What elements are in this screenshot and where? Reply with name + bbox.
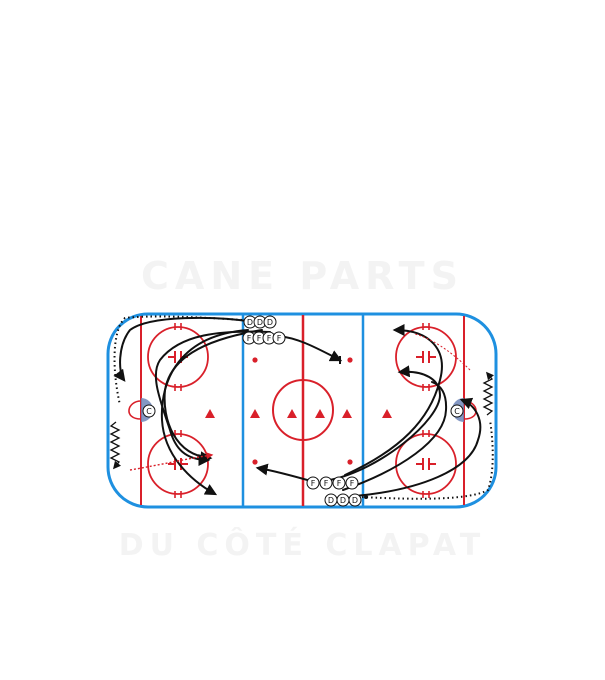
center-circle (272, 379, 334, 441)
pylon-icons (205, 409, 392, 418)
svg-text:F: F (324, 479, 329, 488)
svg-text:D: D (340, 496, 346, 505)
faceoff-circle-right-top (395, 326, 457, 388)
svg-text:F: F (267, 334, 272, 343)
svg-text:F: F (311, 479, 316, 488)
svg-text:F: F (350, 479, 355, 488)
coach-marker-right: C (450, 404, 464, 418)
puck-icon (364, 495, 368, 499)
pylon-icon (205, 409, 215, 418)
pylon-icon (250, 409, 260, 418)
pylon-icon (315, 409, 325, 418)
net-icon (128, 400, 142, 420)
forward-marker-bottom: F (306, 476, 320, 490)
forward-marker-bottom: F (345, 476, 359, 490)
faceoff-circle-right-bottom (395, 433, 457, 495)
svg-text:C: C (146, 407, 152, 416)
pass-line-red (129, 452, 214, 471)
defense-marker-bottom: D (348, 493, 362, 507)
watermark-line-2: DU CÔTÉ CLAPAT (118, 528, 487, 563)
defense-marker-bottom: D (324, 493, 338, 507)
coach-marker-left: C (142, 404, 156, 418)
defense-marker-bottom: D (336, 493, 350, 507)
watermark-line-1: CANE PARTS (141, 254, 464, 298)
svg-text:D: D (247, 318, 253, 327)
zigzag-path-left (109, 421, 121, 470)
svg-text:F: F (257, 334, 262, 343)
defense-marker-top: D (263, 315, 277, 329)
forward-marker-top: F (272, 331, 286, 345)
puck-paths (113, 315, 494, 500)
forward-marker-top: F (262, 331, 276, 345)
svg-text:F: F (337, 479, 342, 488)
forward-marker-bottom: F (332, 476, 346, 490)
neutral-zone-dots (252, 357, 353, 465)
forward-marker-bottom: F (319, 476, 333, 490)
pylon-icon (342, 409, 352, 418)
svg-text:D: D (267, 318, 273, 327)
pass-line-red (414, 333, 471, 371)
svg-text:F: F (277, 334, 282, 343)
svg-text:D: D (328, 496, 334, 505)
svg-text:D: D (352, 496, 358, 505)
zigzag-path-right (482, 371, 494, 416)
svg-text:C: C (454, 407, 460, 416)
faceoff-hashes (174, 323, 430, 498)
pylon-icon (287, 409, 297, 418)
svg-text:D: D (257, 318, 263, 327)
svg-text:F: F (247, 334, 252, 343)
faceoff-circle-left-top (147, 326, 209, 388)
pylon-icon (382, 409, 392, 418)
